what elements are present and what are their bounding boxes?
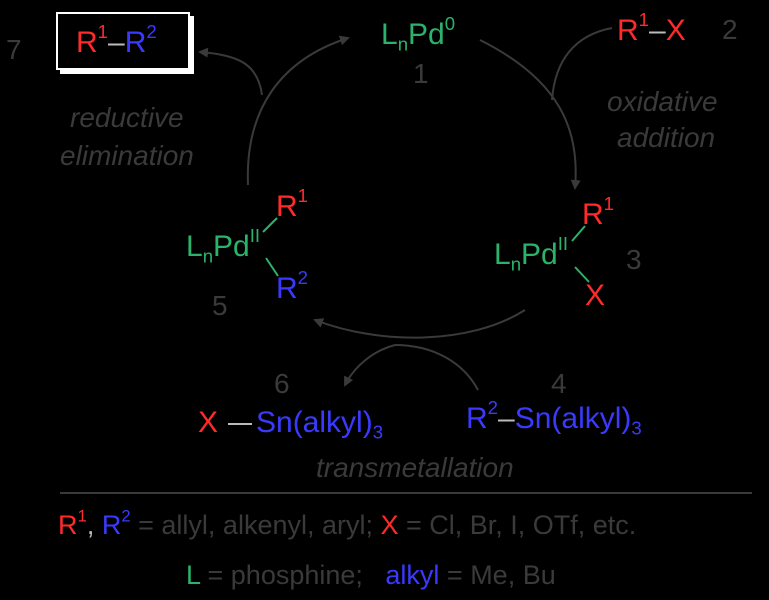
pd5-complex: LnPdII (186, 225, 261, 267)
compound-number-1: 1 (413, 58, 429, 89)
product-r1-r2: R1–R2 (76, 21, 157, 59)
pd3-x: X (585, 279, 606, 312)
step-oxidative-line1: oxidative (607, 86, 718, 117)
compound-number-5: 5 (212, 290, 228, 321)
arrow-tm-in (394, 344, 479, 391)
arrow-tm-out (344, 344, 396, 387)
compound-number-6: 6 (274, 368, 290, 399)
arrow-product-out (198, 47, 263, 96)
arrow-cycle-bottom (313, 309, 526, 339)
compound-number-4: 4 (551, 368, 567, 399)
arrow-cycle-right (479, 39, 581, 190)
legend-line-1: R1, R2 = allyl, alkenyl, aryl; X = Cl, B… (58, 506, 637, 540)
arrow-rx-in (551, 27, 613, 101)
pd0-complex: LnPd0 (381, 13, 456, 55)
step-oxidative-line2: addition (617, 122, 716, 153)
step-reductive-line2: elimination (60, 140, 194, 171)
pd3-complex: LnPdII (494, 233, 569, 275)
legend-line-2: L = phosphine; alkyl = Me, Bu (186, 560, 556, 590)
arrow-cycle-left (246, 35, 350, 186)
product-box (56, 12, 190, 70)
aryl-halide-r1-x: R1–X (617, 9, 686, 47)
step-transmetallation: transmetallation (316, 452, 514, 483)
compound-number-2: 2 (722, 14, 738, 45)
pd3-r1: R1 (582, 193, 615, 231)
step-reductive-line1: reductive (70, 102, 184, 133)
organostannane-r2-sn: R2–Sn(alkyl)3 (466, 397, 642, 439)
compound-number-7: 7 (6, 34, 22, 65)
pd5-r1: R1 (276, 185, 309, 223)
tin-halide-x-sn: X (198, 406, 219, 439)
compound-number-3: 3 (626, 244, 642, 275)
pd5-r2: R2 (276, 267, 309, 305)
tin-halide-sn: Sn(alkyl)3 (256, 406, 384, 443)
